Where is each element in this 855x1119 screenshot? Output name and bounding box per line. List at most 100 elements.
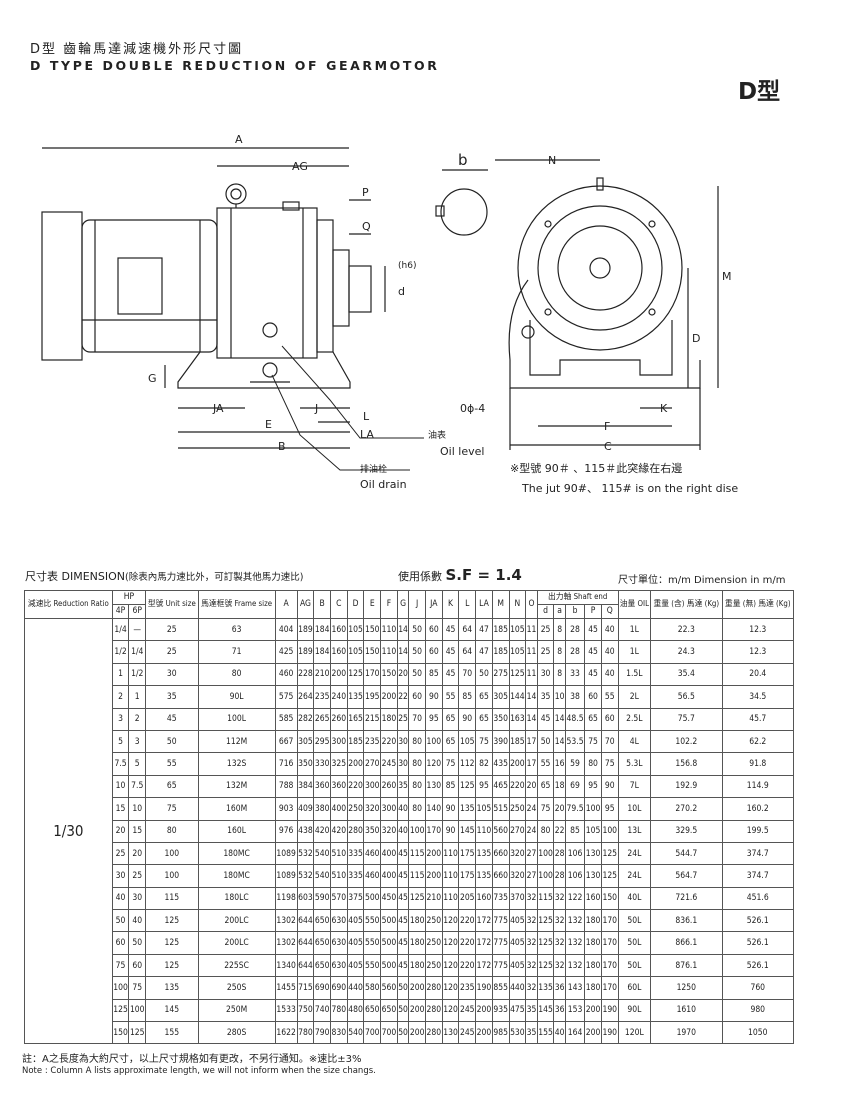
table-cell: 14 — [525, 685, 538, 709]
table-cell: 50 — [396, 998, 410, 1023]
table-cell: 60 — [425, 640, 443, 664]
table-cell: 405 — [508, 909, 527, 933]
table-cell: 32 — [553, 886, 566, 911]
table-cell: 132 — [564, 909, 586, 933]
table-cell: 30 — [396, 729, 410, 754]
header-shaft-Q: Q — [600, 604, 619, 619]
table-cell: 100 — [425, 729, 443, 754]
table-cell: 55 — [536, 752, 555, 776]
table-cell: 245 — [458, 1021, 477, 1045]
table-cell: 500 — [380, 953, 398, 978]
table-cell: 65 — [441, 707, 460, 731]
table-cell: 115 — [408, 841, 426, 866]
table-cell: 630 — [330, 909, 348, 933]
table-cell: 320 — [380, 819, 398, 843]
oil-drain-label-en: Oil drain — [360, 478, 407, 491]
table-cell: 780 — [296, 1021, 315, 1045]
table-cell: 700 — [380, 1021, 398, 1045]
table-cell: 85 — [458, 685, 477, 709]
table-cell: 120 — [425, 752, 443, 776]
table-cell: 1250 — [650, 976, 723, 1000]
header-JA: JA — [425, 590, 443, 619]
table-cell: 18 — [553, 774, 566, 799]
table-cell: 1340 — [274, 953, 298, 978]
table-cell: 45 — [396, 886, 410, 911]
ratio-cell: 1/30 — [24, 617, 113, 1045]
table-cell: 200LC — [197, 909, 276, 933]
table-cell: 35.4 — [650, 662, 723, 687]
header-LA: LA — [475, 590, 493, 619]
table-cell: 3 — [111, 707, 130, 731]
table-cell: 106 — [564, 841, 586, 866]
header-AG: AG — [296, 590, 315, 619]
table-cell: — — [128, 617, 147, 642]
table-cell: 28 — [564, 640, 586, 664]
table-cell: 75 — [584, 729, 602, 754]
table-cell: 250 — [346, 797, 365, 821]
header-E: E — [363, 590, 382, 619]
table-cell: 935 — [491, 998, 510, 1023]
table-cell: 1610 — [650, 998, 723, 1023]
dim-label-AG: AG — [292, 160, 308, 173]
header-shaft-a: a — [553, 604, 566, 619]
table-cell: 2L — [617, 685, 652, 709]
table-cell: 14 — [553, 707, 566, 731]
end-view-flange — [517, 185, 683, 351]
dim-label-JA: JA — [212, 402, 224, 415]
table-cell: 1302 — [274, 931, 298, 955]
table-cell: 32 — [525, 953, 538, 978]
table-cell: 190 — [600, 1021, 619, 1045]
table-cell: 590 — [313, 886, 331, 911]
table-cell: 650 — [363, 998, 382, 1023]
table-cell: 320 — [363, 797, 382, 821]
table-cell: 295 — [313, 729, 331, 754]
table-cell: 150 — [111, 1021, 130, 1045]
table-cell: 170 — [600, 931, 619, 955]
table-cell: 270 — [363, 752, 382, 776]
table-cell: 125 — [458, 774, 477, 799]
dim-label-hole: 0ϕ-4 — [460, 402, 485, 415]
sf-value: S.F = 1.4 — [445, 566, 522, 584]
table-cell: 40 — [553, 1021, 566, 1045]
header-shaft-d: d — [536, 604, 555, 619]
table-cell: 75 — [475, 729, 493, 754]
table-cell: 305 — [491, 685, 510, 709]
table-cell: 163 — [508, 707, 527, 731]
table-cell: 245 — [380, 752, 398, 776]
table-cell: 125 — [408, 886, 426, 911]
table-cell: 570 — [330, 886, 348, 911]
table-cell: 132S — [197, 752, 276, 776]
table-cell: 34.5 — [721, 685, 794, 709]
table-cell: 245 — [458, 998, 477, 1023]
table-cell: 144 — [508, 685, 527, 709]
table-title: 尺寸表 DIMENSION — [25, 570, 125, 583]
table-cell: 15 — [111, 797, 130, 821]
table-cell: 775 — [491, 953, 510, 978]
table-cell: 80 — [145, 819, 199, 843]
table-cell: 50L — [617, 909, 652, 933]
table-cell: 1050 — [721, 1021, 794, 1045]
table-cell: 420 — [330, 819, 348, 843]
table-cell: 440 — [508, 976, 527, 1000]
table-cell: 630 — [330, 953, 348, 978]
table-cell: 374.7 — [721, 864, 794, 888]
dim-label-J: J — [314, 402, 318, 415]
table-cell: 11 — [525, 617, 538, 642]
table-cell: 80 — [536, 819, 555, 843]
table-cell: 740 — [313, 998, 331, 1023]
table-cell: 80 — [408, 774, 426, 799]
dim-label-P: P — [362, 186, 369, 199]
table-cell: 172 — [475, 909, 493, 933]
table-cell: 125 — [600, 864, 619, 888]
table-cell: 180 — [408, 909, 426, 933]
table-cell: 150 — [600, 886, 619, 911]
table-cell: 65 — [584, 707, 602, 731]
table-cell: 564.7 — [650, 864, 723, 888]
table-cell: 404 — [274, 617, 298, 642]
header-weight-with-motor: 重量 (含) 馬達 (Kg) — [650, 590, 723, 619]
table-cell: 50 — [408, 662, 426, 687]
table-cell: 14 — [396, 617, 410, 642]
